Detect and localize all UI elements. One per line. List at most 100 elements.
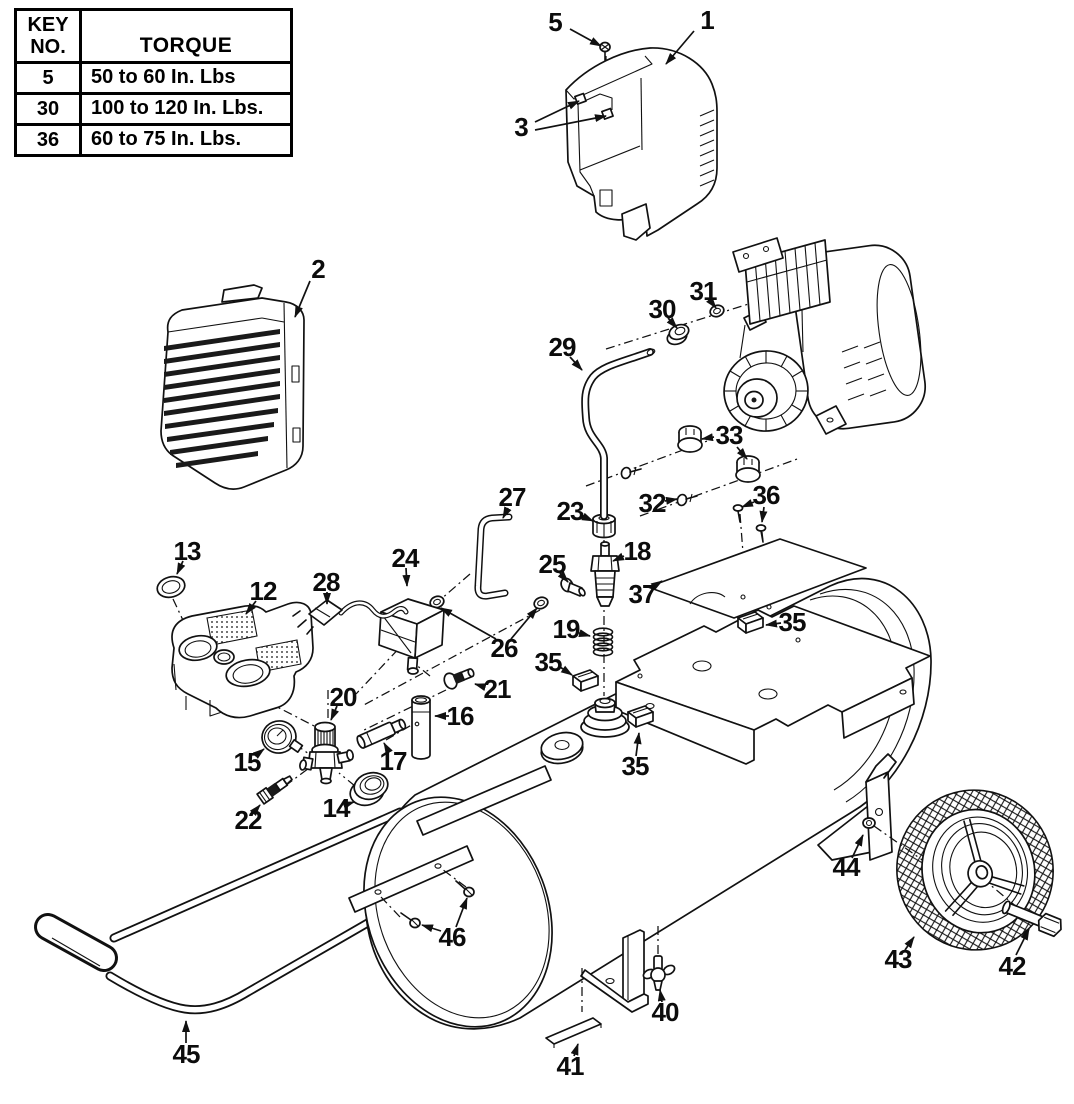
leader-arrow-31 <box>706 296 717 309</box>
leader-arrow-18 <box>612 552 625 562</box>
leader-arrow-3 <box>534 114 607 131</box>
part-pressure-switch-24 <box>378 598 445 675</box>
callout-label-43: 43 <box>885 944 912 974</box>
leader-arrow-36 <box>759 506 768 523</box>
part-power-cord-28 <box>292 599 409 635</box>
leader-arrow-33 <box>701 433 715 442</box>
leader-arrow-43 <box>904 936 915 951</box>
torque-value-cell: 50 to 60 In. Lbs <box>79 61 293 95</box>
callout-label-2: 2 <box>311 254 325 284</box>
key-header-line1: KEY <box>27 14 69 36</box>
callout-label-22: 22 <box>235 805 262 835</box>
leader-arrow-2 <box>294 280 311 318</box>
leader-arrow-5 <box>569 28 602 47</box>
callout-label-35: 35 <box>779 607 806 637</box>
leader-arrow-30 <box>666 317 678 329</box>
callout-label-21: 21 <box>484 674 511 704</box>
part-mounting-platform <box>615 605 931 765</box>
leader-arrow-27 <box>502 506 512 519</box>
fan-wheel <box>723 350 809 432</box>
cylinder-head-fins <box>732 237 831 325</box>
leader-arrow-42 <box>1015 928 1030 956</box>
part-foot-bracket <box>580 926 659 1013</box>
callout-label-12: 12 <box>250 576 277 606</box>
part-plate-37 <box>647 538 867 619</box>
part-screws-32 <box>620 466 698 507</box>
callout-label-28: 28 <box>313 567 340 597</box>
torque-value-cell: 60 to 75 In. Lbs. <box>79 123 293 157</box>
callout-label-3: 3 <box>514 112 528 142</box>
leader-arrow-37 <box>650 580 663 591</box>
leader-arrow-46 <box>421 924 442 933</box>
part-tank-flange <box>540 697 630 765</box>
part-tube-29 <box>581 348 656 520</box>
callout-label-1: 1 <box>700 5 714 35</box>
callout-label-31: 31 <box>690 276 717 306</box>
part-screws-46 <box>400 880 475 929</box>
leader-arrow-41 <box>570 1043 579 1057</box>
callout-label-29: 29 <box>549 332 576 362</box>
leader-arrow-35 <box>765 619 782 628</box>
part-screw-5 <box>599 41 611 61</box>
part-spring-19 <box>592 627 614 657</box>
part-ring-13 <box>156 575 186 599</box>
callout-label-23: 23 <box>557 496 584 526</box>
leader-arrow-36 <box>741 499 755 508</box>
callout-label-5: 5 <box>548 7 562 37</box>
part-pump-motor <box>723 237 927 435</box>
callout-label-35: 35 <box>622 751 649 781</box>
part-check-valve-18 <box>590 541 620 607</box>
callout-label-35: 35 <box>535 647 562 677</box>
part-fitting-22 <box>256 775 293 805</box>
callout-label-37: 37 <box>629 579 656 609</box>
callout-label-18: 18 <box>624 536 651 566</box>
part-regulator-20 <box>299 721 354 785</box>
callout-label-26: 26 <box>491 633 518 663</box>
leader-arrow-14 <box>342 801 355 810</box>
leader-arrow-35 <box>633 732 642 757</box>
part-gauge-15 <box>261 720 304 754</box>
leader-arrow-26 <box>440 607 497 640</box>
leader-arrow-21 <box>474 683 487 691</box>
part-nut-23 <box>592 513 616 539</box>
part-cover-2 <box>160 284 305 490</box>
leader-arrow-13 <box>176 560 186 575</box>
callout-label-32: 32 <box>639 488 666 518</box>
leader-arrow-22 <box>249 804 261 816</box>
leader-arrow-15 <box>252 748 265 759</box>
part-shroud-1 <box>565 47 718 241</box>
callout-label-15: 15 <box>234 747 261 777</box>
callout-label-36: 36 <box>753 480 780 510</box>
callout-label-14: 14 <box>323 793 351 823</box>
callout-label-27: 27 <box>499 482 526 512</box>
leader-arrow-46 <box>455 897 468 928</box>
callout-label-17: 17 <box>380 746 407 776</box>
leader-arrow-32 <box>664 496 678 505</box>
leader-arrow-17 <box>383 742 393 755</box>
callout-label-16: 16 <box>447 701 474 731</box>
part-console-12 <box>171 601 314 719</box>
shroud-vent-slots <box>699 109 715 187</box>
part-fitting-21 <box>443 668 475 690</box>
torque-key-cell: 5 <box>14 61 82 95</box>
part-tube-27 <box>474 513 513 600</box>
part-handle-45 <box>34 807 409 1015</box>
leader-arrow-1 <box>665 30 695 65</box>
callout-label-40: 40 <box>652 997 679 1027</box>
leader-arrow-24 <box>402 567 411 587</box>
torque-key-cell: 36 <box>14 123 82 157</box>
part-pads-35 <box>572 611 764 728</box>
callout-label-25: 25 <box>539 549 566 579</box>
motor-vent-slots <box>841 341 887 401</box>
torque-value-cell: 100 to 120 In. Lbs. <box>79 92 293 126</box>
leader-arrow-40 <box>657 989 666 1003</box>
torque-key-cell: 30 <box>14 92 82 126</box>
part-fitting-17 <box>356 718 407 749</box>
cover-louvers <box>164 329 280 468</box>
leader-arrow-25 <box>557 571 569 583</box>
